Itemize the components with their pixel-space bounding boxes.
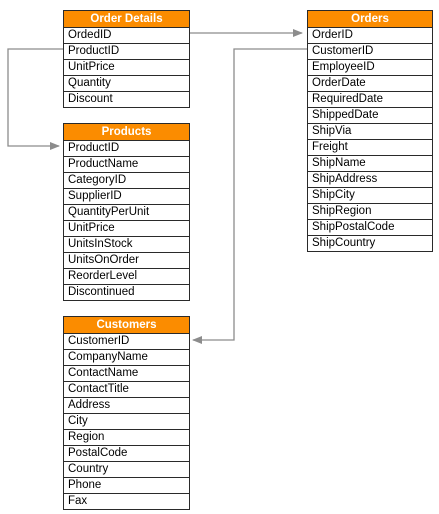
orders-field-shipvia: ShipVia bbox=[308, 124, 432, 140]
customers-field-postalcode: PostalCode bbox=[64, 446, 189, 462]
orders-field-freight: Freight bbox=[308, 140, 432, 156]
products-table-title: Products bbox=[64, 124, 189, 141]
customers-field-fax: Fax bbox=[68, 495, 88, 507]
customers-field-phone: Phone bbox=[64, 478, 189, 494]
customers-field-customerid: CustomerID bbox=[64, 334, 189, 350]
orders-field-orderdate: OrderDate bbox=[308, 76, 432, 92]
products-field-discontinued: Discontinued bbox=[68, 286, 135, 298]
orders-field-employeeid: EmployeeID bbox=[308, 60, 432, 76]
products-field-quantityperunit: QuantityPerUnit bbox=[64, 205, 189, 221]
orders-field-shippeddate: ShippedDate bbox=[308, 108, 432, 124]
products-field-categoryid: CategoryID bbox=[64, 173, 189, 189]
orders-field-shipaddress: ShipAddress bbox=[308, 172, 432, 188]
orders-field-shipcountry: ShipCountry bbox=[312, 237, 376, 249]
connector-orders-to-customers bbox=[192, 48, 307, 344]
order-details-field-ordedid: OrdedID bbox=[64, 28, 189, 44]
products-field-unitsonorder: UnitsOnOrder bbox=[64, 253, 189, 269]
order-details-field-quantity: Quantity bbox=[64, 76, 189, 92]
products-field-unitprice: UnitPrice bbox=[64, 221, 189, 237]
customers-field-companyname: CompanyName bbox=[64, 350, 189, 366]
customers-field-contacttitle: ContactTitle bbox=[64, 382, 189, 398]
orders-field-shipregion: ShipRegion bbox=[308, 204, 432, 220]
products-field-productname: ProductName bbox=[64, 157, 189, 173]
customers-field-contactname: ContactName bbox=[64, 366, 189, 382]
order-details-field-productid: ProductID bbox=[64, 44, 189, 60]
orders-field-shipcity: ShipCity bbox=[308, 188, 432, 204]
products-field-supplierid: SupplierID bbox=[64, 189, 189, 205]
orders-field-shipname: ShipName bbox=[308, 156, 432, 172]
customers-field-country: Country bbox=[64, 462, 189, 478]
products-field-reorderlevel: ReorderLevel bbox=[64, 269, 189, 285]
orders-field-requireddate: RequiredDate bbox=[308, 92, 432, 108]
customers-field-address: Address bbox=[64, 398, 189, 414]
connector-orderdetails-to-products bbox=[7, 48, 63, 150]
customers-field-city: City bbox=[64, 414, 189, 430]
orders-table-title: Orders bbox=[308, 11, 432, 28]
customers-field-region: Region bbox=[64, 430, 189, 446]
products-field-unitsinstock: UnitsInStock bbox=[64, 237, 189, 253]
customers-table-title: Customers bbox=[64, 317, 189, 334]
orders-field-shippostalcode: ShipPostalCode bbox=[308, 220, 432, 236]
orders-field-customerid: CustomerID bbox=[308, 44, 432, 60]
orders-field-orderid: OrderID bbox=[308, 28, 432, 44]
order-details-table-title: Order Details bbox=[64, 11, 189, 28]
order-details-field-discount: Discount bbox=[68, 93, 113, 105]
products-field-productid: ProductID bbox=[64, 141, 189, 157]
order-details-field-unitprice: UnitPrice bbox=[64, 60, 189, 76]
